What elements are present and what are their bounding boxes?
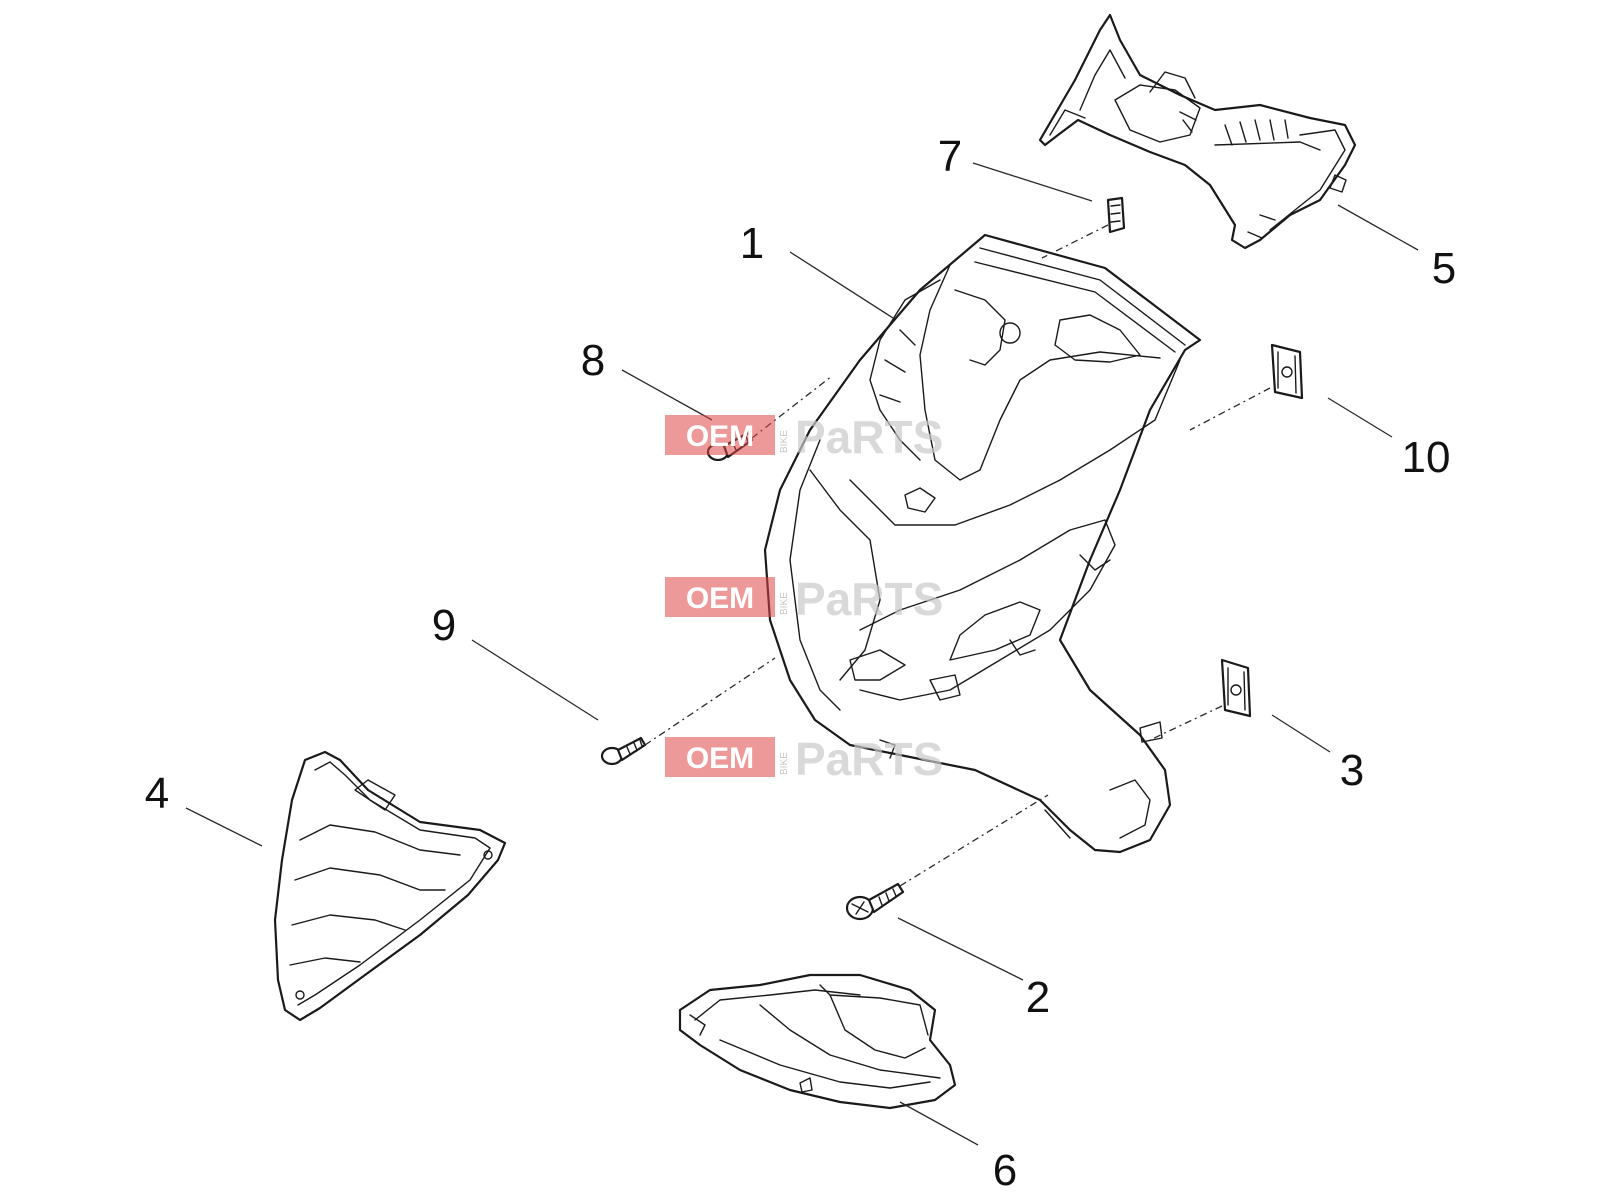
- leader-2: [897, 917, 1024, 981]
- watermark-vertical: BIKE: [779, 752, 790, 775]
- callout-7: 7: [938, 132, 962, 181]
- part-6-lower-cover[interactable]: [678, 973, 957, 1110]
- watermark-brand: OEM: [686, 420, 754, 453]
- watermark-brand-box: [665, 577, 775, 617]
- leader-5: [1337, 204, 1419, 251]
- watermark-brand: OEM: [686, 582, 754, 615]
- part-7-clip[interactable]: [1106, 196, 1126, 234]
- leader-1: [789, 251, 894, 319]
- watermark-2: OEM BIKE PaRTS: [665, 573, 943, 625]
- part-9-screw[interactable]: [600, 736, 647, 766]
- callout-10: 10: [1402, 433, 1451, 482]
- watermark-vertical: BIKE: [779, 430, 790, 453]
- leader-10: [1327, 397, 1393, 438]
- leader-8: [621, 369, 713, 421]
- axis-3: [1149, 705, 1223, 741]
- callout-5: 5: [1432, 244, 1456, 293]
- watermark-3: OEM BIKE PaRTS: [665, 733, 943, 785]
- callout-1: 1: [740, 219, 764, 268]
- axis-9: [644, 657, 776, 746]
- watermark-parts: PaRTS: [795, 573, 943, 625]
- assembly-axes: [644, 224, 1271, 887]
- watermark-parts: PaRTS: [795, 411, 943, 463]
- watermark-parts: PaRTS: [795, 733, 943, 785]
- axis-10: [1189, 387, 1271, 431]
- leader-4: [185, 807, 263, 847]
- callout-4: 4: [145, 769, 169, 818]
- leader-lines: [185, 162, 1419, 1146]
- watermark-brand-box: [665, 415, 775, 455]
- callout-2: 2: [1026, 973, 1050, 1022]
- callout-3: 3: [1340, 746, 1364, 795]
- axis-7: [1041, 224, 1109, 259]
- part-4-front-grille[interactable]: [273, 750, 507, 1022]
- leader-9: [471, 639, 599, 721]
- watermark-vertical: BIKE: [779, 592, 790, 615]
- callout-9: 9: [432, 601, 456, 650]
- leader-7: [972, 162, 1093, 202]
- part-5-handlebar-cover[interactable]: [1038, 13, 1357, 250]
- watermark-brand-box: [665, 737, 775, 777]
- part-10-spring-nut[interactable]: [1270, 343, 1304, 400]
- part-3-spring-nut[interactable]: [1220, 658, 1252, 718]
- leader-6: [899, 1101, 979, 1146]
- callout-numbers: 1 2 3 4 5 6 7 8 9 10: [145, 132, 1456, 1195]
- part-1-front-shield[interactable]: [763, 233, 1202, 854]
- watermark-1: OEM BIKE PaRTS: [665, 411, 943, 463]
- axis-2: [899, 794, 1049, 887]
- watermark-brand: OEM: [686, 742, 754, 775]
- callout-6: 6: [993, 1146, 1017, 1195]
- callout-8: 8: [581, 336, 605, 385]
- part-2-screw[interactable]: [845, 882, 905, 921]
- leader-3: [1271, 714, 1331, 753]
